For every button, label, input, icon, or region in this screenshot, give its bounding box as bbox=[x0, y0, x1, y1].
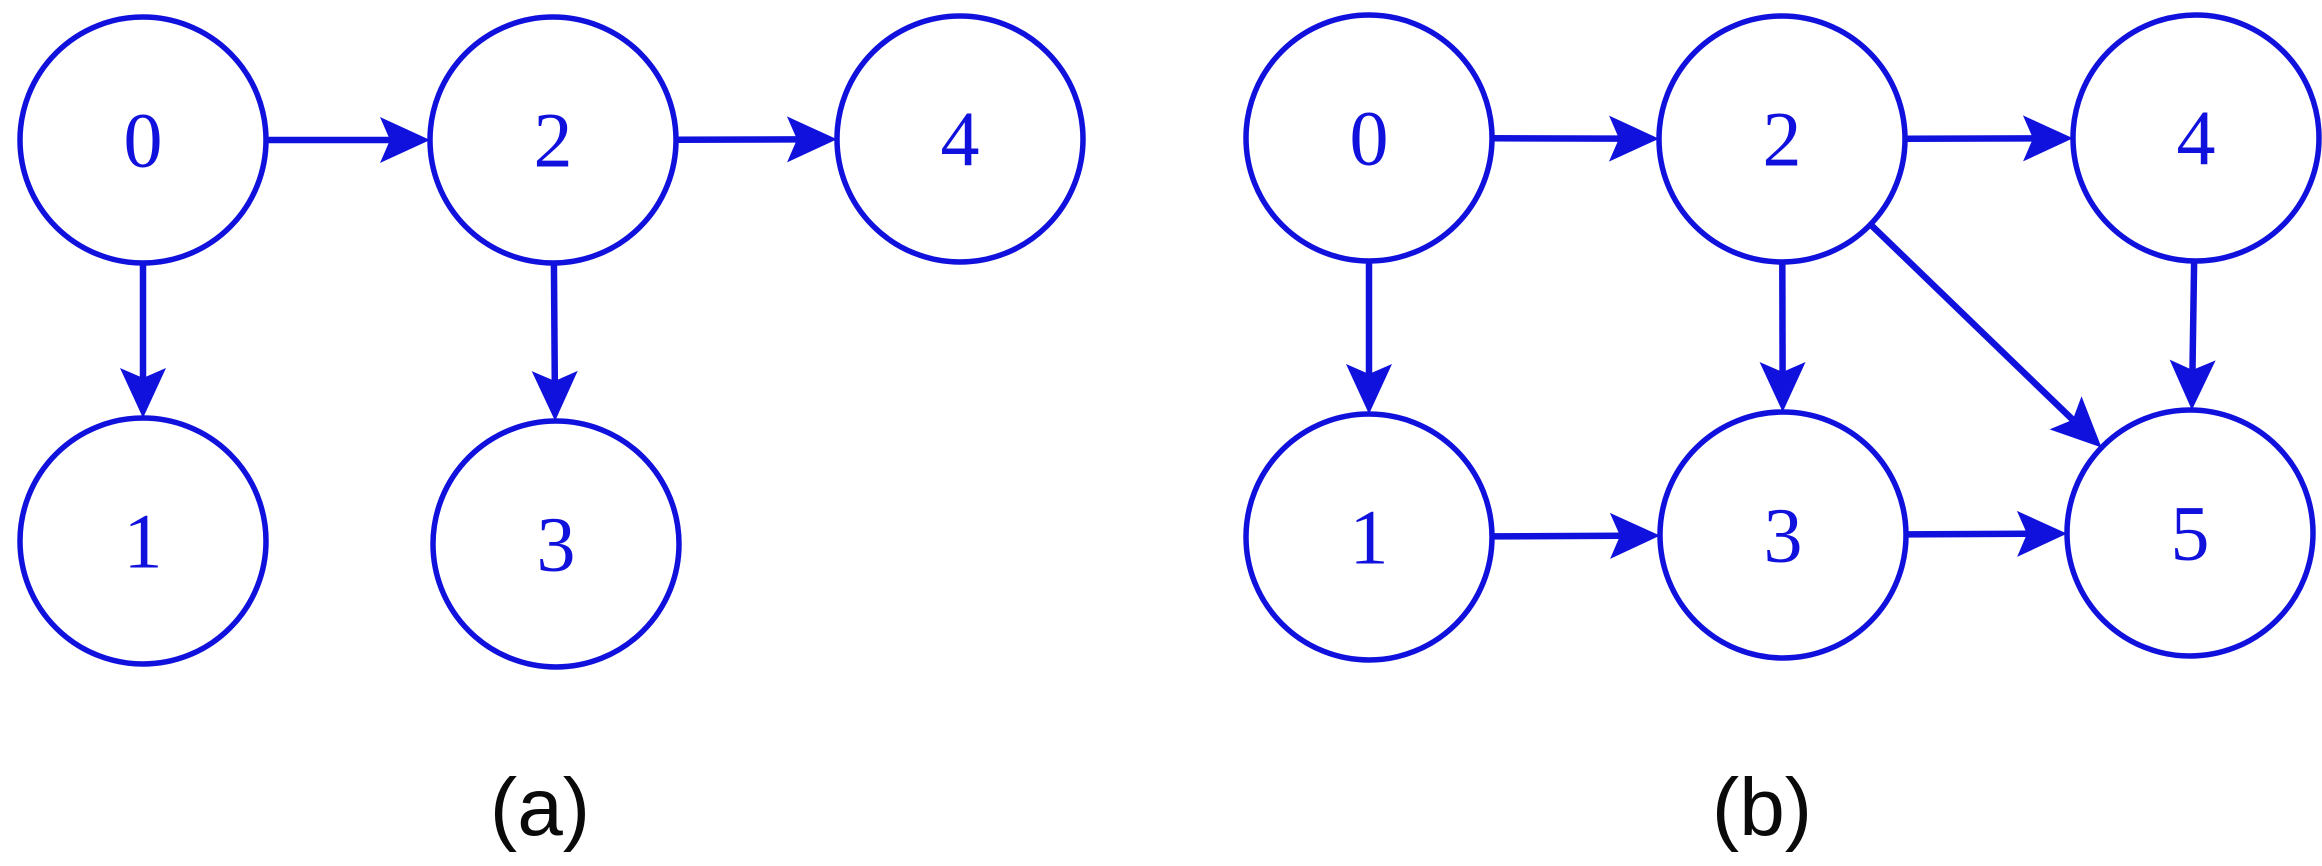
node-b4-label: 4 bbox=[2177, 95, 2216, 182]
edge-a0-a1 bbox=[120, 263, 166, 418]
node-b3-circle bbox=[1657, 409, 1909, 661]
graph-b-caption: (b) bbox=[1712, 762, 1812, 853]
arrowhead-icon bbox=[1609, 512, 1661, 559]
edge-a2-a3 bbox=[531, 262, 578, 422]
graph-a-caption: (a) bbox=[490, 762, 590, 853]
edge-line bbox=[2189, 260, 2198, 371]
node-b0-label: 0 bbox=[1350, 95, 1389, 182]
node-a4-label: 4 bbox=[941, 96, 980, 183]
node-b2-circle bbox=[1656, 13, 1908, 265]
edge-line bbox=[1905, 530, 2028, 538]
node-a1-circle bbox=[17, 415, 269, 667]
node-b4-circle bbox=[2070, 12, 2322, 264]
node-b3-label: 3 bbox=[1764, 492, 1803, 579]
edge-b1-b3 bbox=[1491, 512, 1661, 559]
node-a4-circle bbox=[834, 13, 1086, 265]
node-b0: 0 bbox=[1243, 12, 1495, 264]
node-b0-circle bbox=[1243, 12, 1495, 264]
node-a2-label: 2 bbox=[534, 97, 573, 184]
node-b1-circle bbox=[1243, 411, 1495, 663]
edge-a2-a4 bbox=[675, 116, 838, 163]
edge-b0-b2 bbox=[1491, 115, 1660, 162]
arrowhead-icon bbox=[786, 116, 838, 163]
edge-b4-b5 bbox=[2169, 260, 2216, 411]
node-a1-label: 1 bbox=[124, 498, 163, 585]
edge-b2-b4 bbox=[1904, 115, 2074, 162]
node-a4: 4 bbox=[834, 13, 1086, 265]
edge-line bbox=[550, 262, 559, 382]
arrowhead-icon bbox=[2016, 510, 2068, 557]
node-a0: 0 bbox=[17, 14, 269, 266]
arrowhead-icon bbox=[1346, 364, 1392, 414]
edge-b3-b5 bbox=[1905, 510, 2068, 557]
edge-b2-b5 bbox=[1868, 222, 2102, 448]
node-b1-label: 1 bbox=[1350, 494, 1389, 581]
arrowhead-icon bbox=[380, 117, 430, 163]
arrowhead-icon bbox=[120, 368, 166, 418]
node-a3: 3 bbox=[430, 418, 682, 670]
node-a0-circle bbox=[17, 14, 269, 266]
arrowhead-icon bbox=[1608, 115, 1660, 162]
node-b4: 4 bbox=[2070, 12, 2322, 264]
edge-line bbox=[1491, 532, 1621, 540]
node-a2: 2 bbox=[427, 14, 679, 266]
node-b2-label: 2 bbox=[1763, 96, 1802, 183]
edge-a0-a2 bbox=[266, 117, 430, 163]
node-b2: 2 bbox=[1656, 13, 1908, 265]
edge-b2-b3 bbox=[1759, 261, 1806, 413]
node-b5-circle bbox=[2064, 407, 2316, 659]
node-b3: 3 bbox=[1657, 409, 1909, 661]
node-a2-circle bbox=[427, 14, 679, 266]
graph-b: 0 1 2 3 4 5 (b) bbox=[1243, 12, 2322, 853]
node-b1: 1 bbox=[1243, 411, 1495, 663]
arrowhead-icon bbox=[2022, 115, 2074, 162]
graph-a: 0 1 2 3 4 (a) bbox=[17, 13, 1086, 853]
node-b5-label: 5 bbox=[2171, 490, 2210, 577]
arrowhead-icon bbox=[531, 370, 578, 422]
arrowhead-icon bbox=[2169, 359, 2216, 411]
edge-b0-b1 bbox=[1346, 261, 1392, 414]
node-a3-circle bbox=[430, 418, 682, 670]
edge-line bbox=[1868, 222, 2076, 423]
node-a0-label: 0 bbox=[124, 97, 163, 184]
node-a1: 1 bbox=[17, 415, 269, 667]
arrowhead-icon bbox=[1759, 361, 1806, 413]
arrowhead-icon bbox=[2049, 396, 2102, 448]
node-a3-label: 3 bbox=[537, 501, 576, 588]
node-b5: 5 bbox=[2064, 407, 2316, 659]
